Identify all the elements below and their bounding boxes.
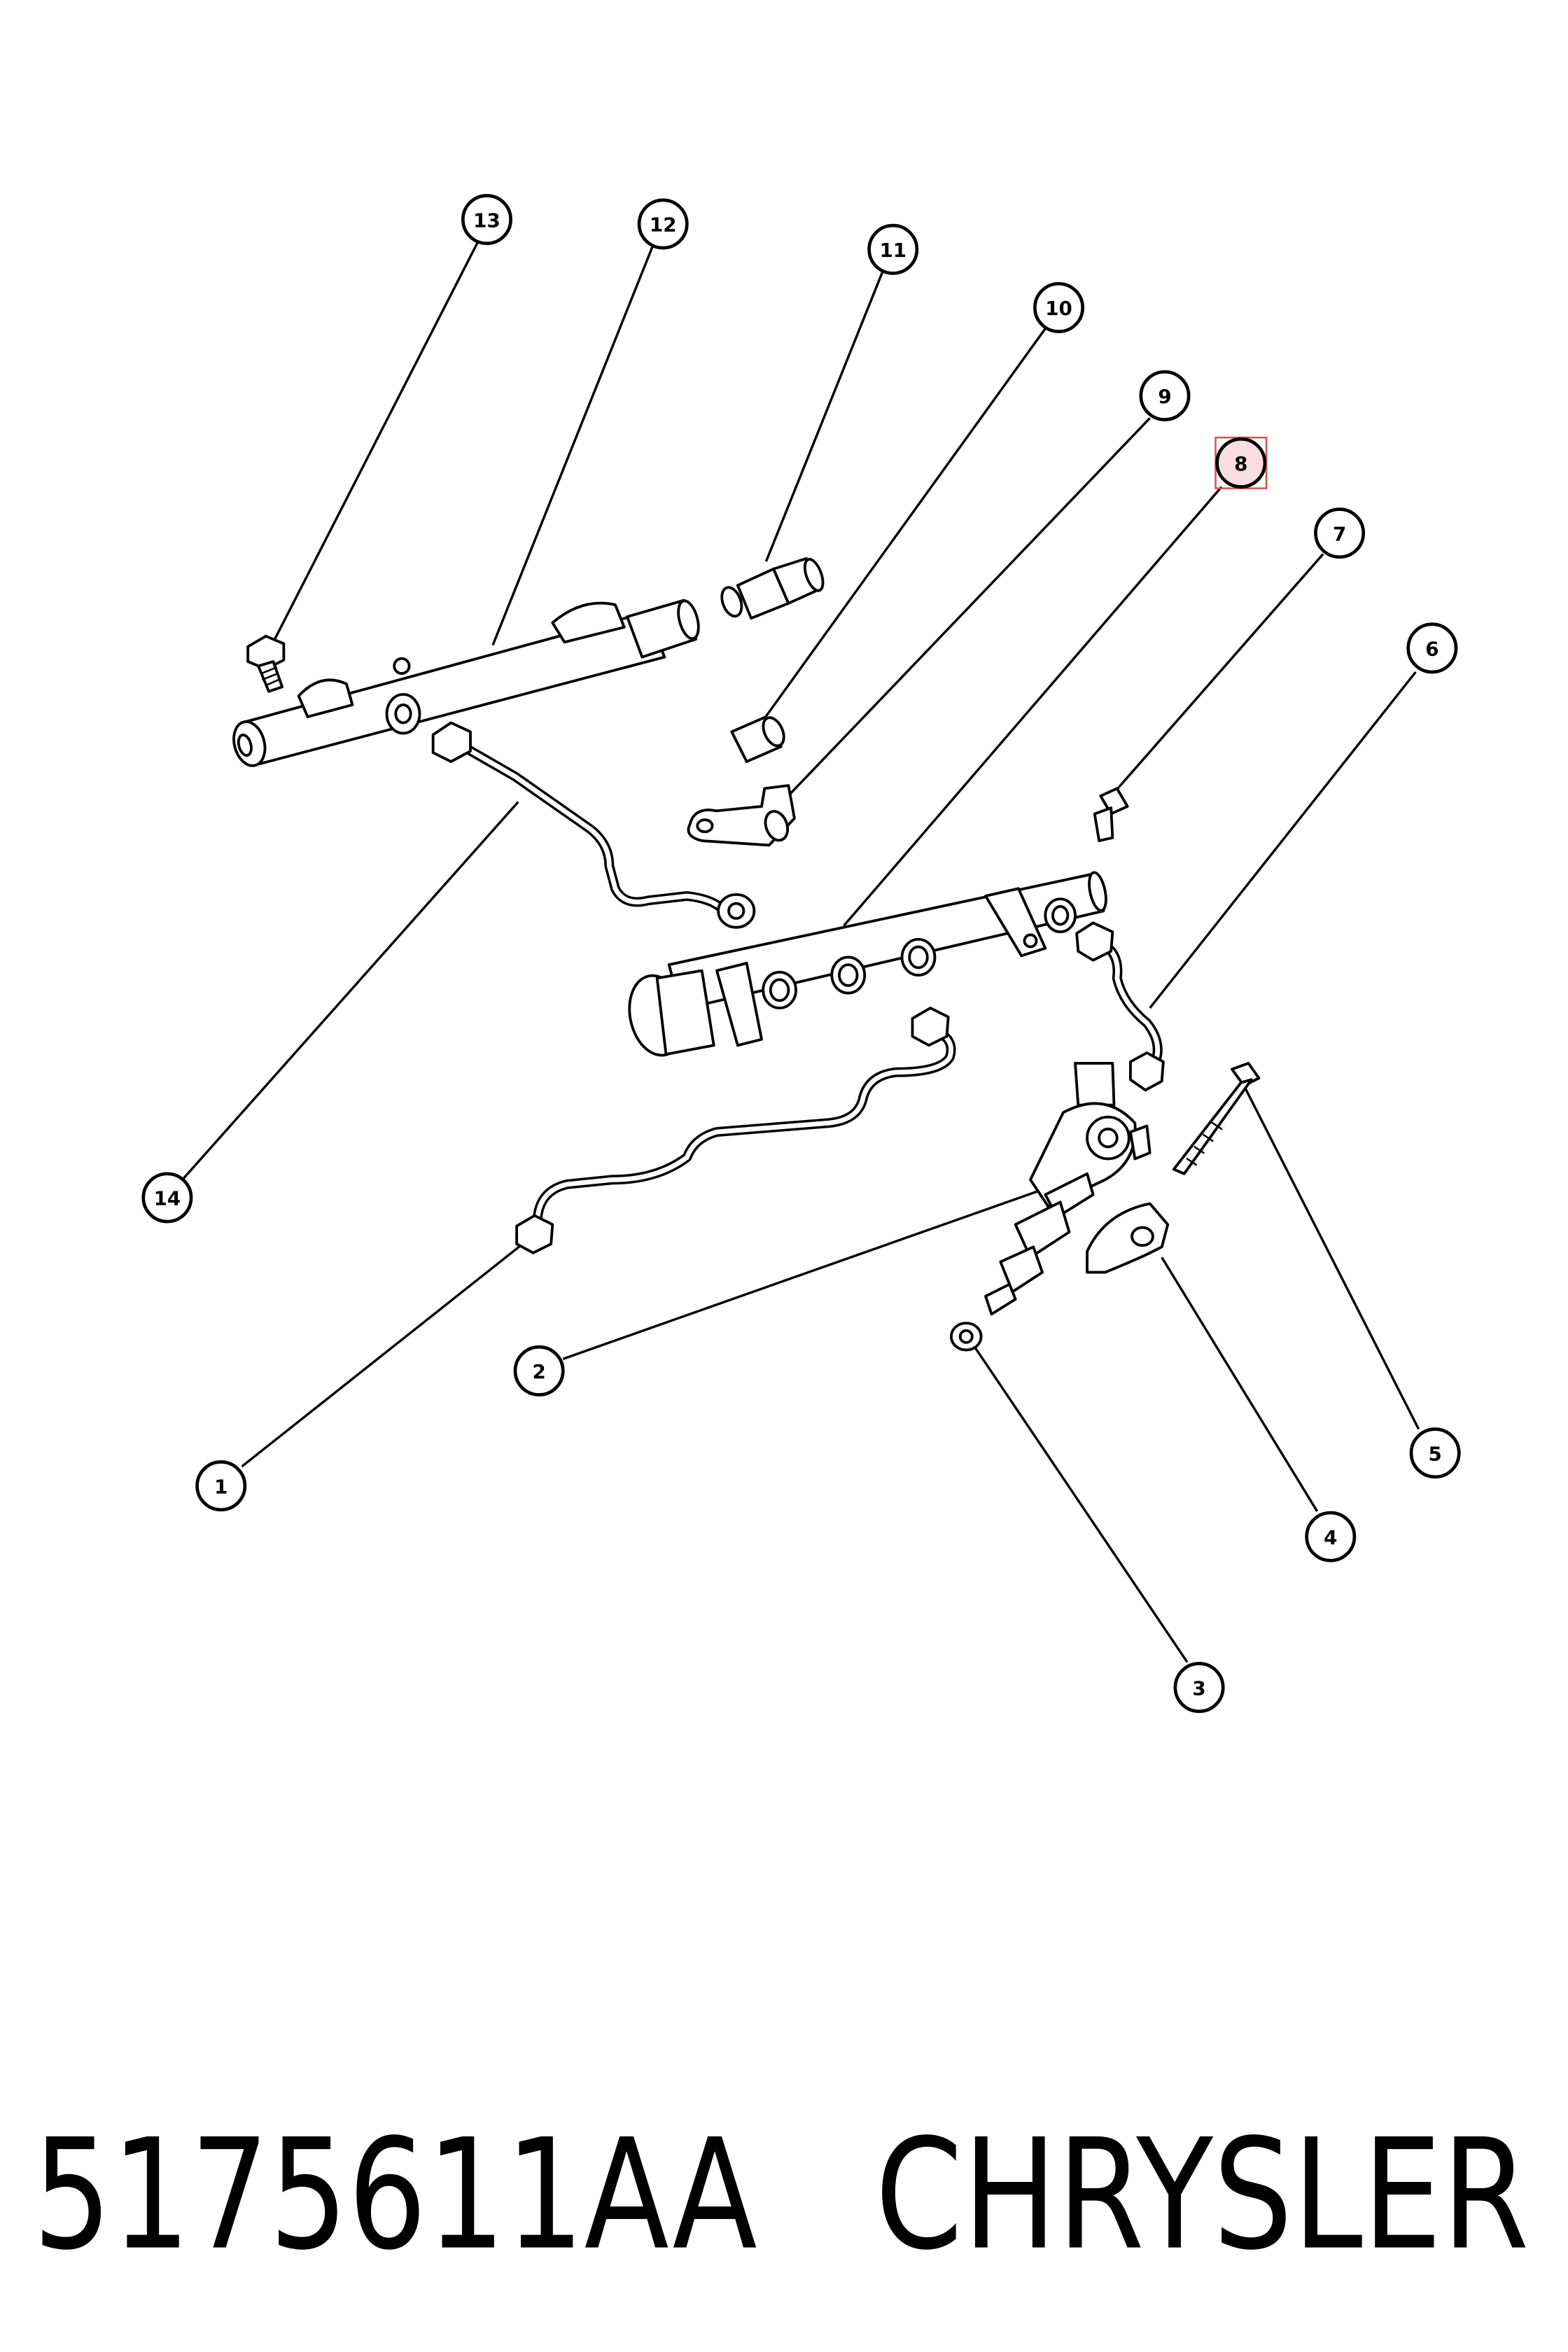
callout-2[interactable]: 2 bbox=[513, 1345, 565, 1396]
leader-14 bbox=[183, 801, 519, 1180]
svg-text:5: 5 bbox=[1428, 1442, 1441, 1465]
part-4-hold-down-clamp bbox=[1086, 1202, 1170, 1274]
callout-12[interactable]: 12 bbox=[637, 198, 689, 250]
leader-11 bbox=[764, 271, 884, 562]
callout-11[interactable]: 11 bbox=[867, 223, 919, 275]
svg-text:6: 6 bbox=[1425, 638, 1438, 661]
leader-13 bbox=[272, 241, 479, 643]
part-11-pressure-sensor bbox=[720, 556, 825, 620]
callout-3[interactable]: 3 bbox=[1173, 1662, 1225, 1714]
callout-6[interactable]: 6 bbox=[1406, 622, 1458, 674]
callouts: 13 12 11 10 9 8 7 6 bbox=[141, 194, 1461, 1714]
leader-6 bbox=[1149, 671, 1417, 1009]
svg-text:2: 2 bbox=[532, 1360, 545, 1383]
callout-13[interactable]: 13 bbox=[461, 194, 512, 246]
part-2-injector bbox=[984, 1062, 1152, 1316]
svg-text:11: 11 bbox=[879, 239, 906, 262]
callout-14[interactable]: 14 bbox=[141, 1172, 193, 1224]
part-9-bracket bbox=[687, 784, 796, 847]
part-14-fuel-line bbox=[431, 721, 756, 929]
svg-text:3: 3 bbox=[1192, 1676, 1205, 1700]
callout-9[interactable]: 9 bbox=[1139, 370, 1191, 421]
part-5-bolt bbox=[1172, 1062, 1261, 1175]
svg-text:9: 9 bbox=[1158, 385, 1171, 408]
part-12-fuel-rail-upper bbox=[232, 598, 700, 767]
svg-text:1: 1 bbox=[214, 1475, 227, 1498]
brand-name: CHRYSLER bbox=[875, 2107, 1529, 2284]
svg-text:7: 7 bbox=[1333, 522, 1346, 545]
leader-1 bbox=[241, 1242, 524, 1468]
callout-4[interactable]: 4 bbox=[1305, 1511, 1357, 1562]
part-number: 5175611AA bbox=[33, 2107, 757, 2284]
svg-text:13: 13 bbox=[473, 209, 500, 232]
leader-4 bbox=[1161, 1256, 1319, 1512]
part-6-fuel-line bbox=[1075, 921, 1165, 1092]
callout-1[interactable]: 1 bbox=[195, 1460, 247, 1512]
leader-10 bbox=[763, 328, 1046, 720]
leader-5 bbox=[1242, 1085, 1420, 1430]
svg-text:12: 12 bbox=[650, 214, 677, 237]
callout-7[interactable]: 7 bbox=[1314, 507, 1366, 559]
leader-lines bbox=[183, 241, 1420, 1663]
part-3-washer bbox=[950, 1322, 983, 1352]
svg-text:14: 14 bbox=[154, 1187, 181, 1210]
caption: 5175611AA CHRYSLER bbox=[33, 2107, 1530, 2284]
svg-text:4: 4 bbox=[1324, 1526, 1337, 1549]
part-13-bolt bbox=[246, 634, 286, 693]
callout-10[interactable]: 10 bbox=[1033, 281, 1085, 333]
callout-8[interactable]: 8 bbox=[1214, 436, 1268, 489]
leader-9 bbox=[780, 417, 1151, 804]
leader-3 bbox=[969, 1340, 1189, 1663]
part-1-fuel-line bbox=[515, 1007, 956, 1254]
part-8-fuel-rail-lower bbox=[628, 871, 1107, 1057]
part-10-spacer bbox=[730, 715, 785, 763]
leader-7 bbox=[1112, 553, 1324, 796]
leader-2 bbox=[562, 1189, 1042, 1360]
leader-8 bbox=[843, 486, 1223, 927]
part-7-screw bbox=[1093, 787, 1129, 842]
svg-text:8: 8 bbox=[1234, 452, 1247, 475]
svg-text:10: 10 bbox=[1045, 297, 1072, 320]
leader-12 bbox=[491, 246, 654, 646]
callout-5[interactable]: 5 bbox=[1409, 1427, 1461, 1479]
